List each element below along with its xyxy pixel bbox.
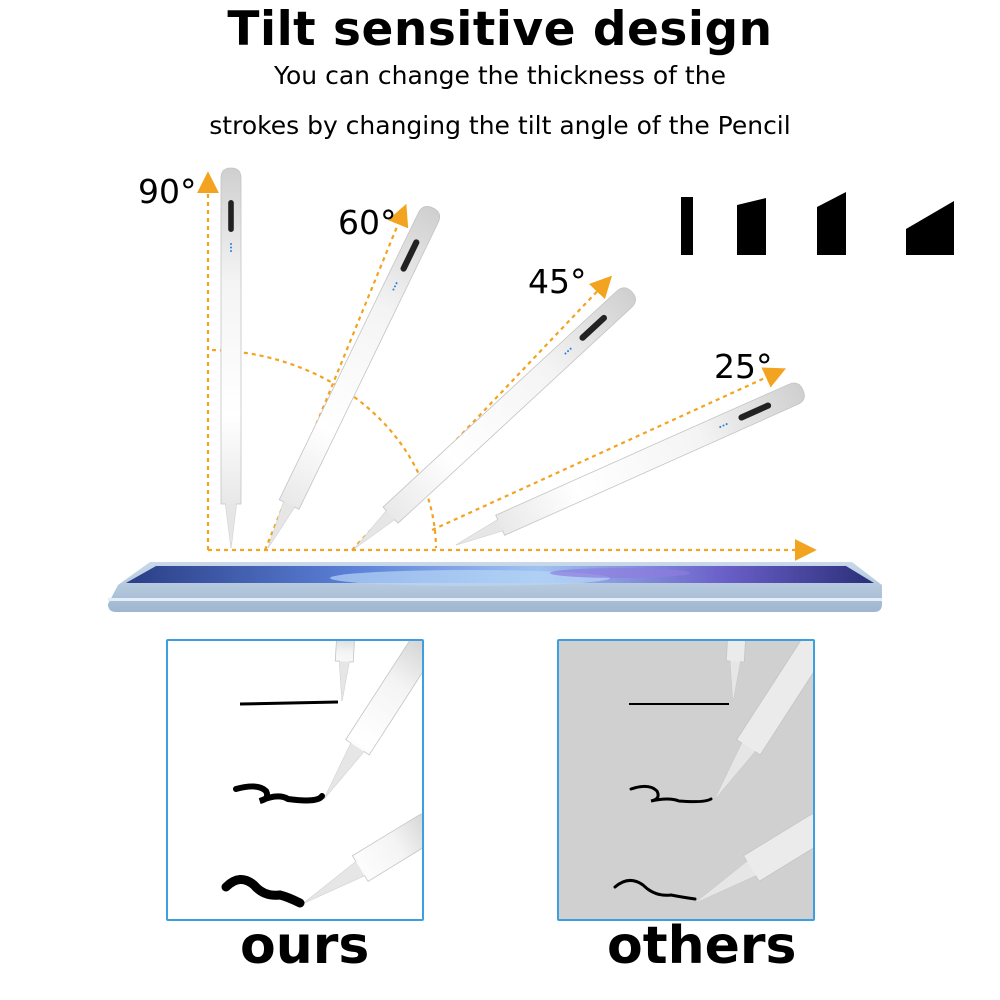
battery-led-icon — [230, 243, 232, 245]
battery-led-icon — [395, 282, 398, 285]
angle-label-45: 45° — [528, 262, 587, 301]
panel-pencil-tilted — [714, 641, 813, 800]
stroke-sample-90 — [681, 197, 693, 255]
power-button-icon — [400, 239, 420, 272]
others-stroke-demo — [613, 641, 813, 904]
ours-label: ours — [240, 916, 370, 976]
battery-led-icon — [230, 250, 232, 252]
ours-comparison-panel — [166, 639, 424, 921]
stroke-sample-60 — [737, 198, 766, 255]
ours-squiggle-stroke — [233, 783, 325, 804]
panel-pencil-tilted — [323, 641, 422, 800]
battery-led-icon — [722, 424, 725, 427]
stroke-sample-45 — [817, 192, 846, 255]
angle-guides — [197, 171, 817, 561]
pencil-60 — [267, 206, 441, 549]
panel-pencil-vertical — [334, 641, 355, 702]
battery-led-icon — [569, 347, 572, 350]
others-label: others — [607, 916, 797, 976]
battery-led-icon — [230, 246, 232, 249]
others-squiggle-stroke — [629, 784, 713, 804]
pencil-25 — [455, 382, 805, 546]
battery-led-icon — [567, 350, 570, 353]
battery-led-icon — [393, 285, 396, 288]
panel-pencil-flat — [303, 812, 422, 904]
power-button-icon — [579, 314, 607, 341]
battery-led-icon — [564, 352, 567, 355]
others-wave-stroke — [613, 879, 697, 901]
pencil-45 — [354, 287, 636, 549]
battery-led-icon — [725, 423, 728, 426]
subtitle-line-1: You can change the thickness of the — [274, 61, 726, 90]
subtitle-line-2: strokes by changing the tilt angle of th… — [209, 111, 791, 140]
angle-label-60: 60° — [338, 203, 397, 242]
pencil-90 — [220, 167, 242, 549]
panel-pencil-vertical — [725, 641, 746, 702]
power-button-icon — [228, 200, 234, 232]
ours-line-stroke — [239, 700, 339, 706]
battery-led-icon — [719, 425, 722, 428]
tablet-device — [108, 562, 882, 612]
stroke-sample-25 — [906, 201, 954, 255]
ours-stroke-demo — [221, 641, 422, 908]
battery-led-icon — [392, 288, 395, 291]
panel-pencil-flat — [694, 812, 813, 904]
page-title: Tilt sensitive design — [227, 2, 773, 57]
power-button-icon — [738, 402, 772, 421]
angle-label-90: 90° — [138, 172, 197, 211]
pencil-group — [220, 167, 805, 549]
stroke-thickness-samples — [681, 192, 954, 255]
others-comparison-panel — [557, 639, 815, 921]
ours-wave-stroke — [221, 875, 305, 908]
angle-label-25: 25° — [714, 347, 773, 386]
